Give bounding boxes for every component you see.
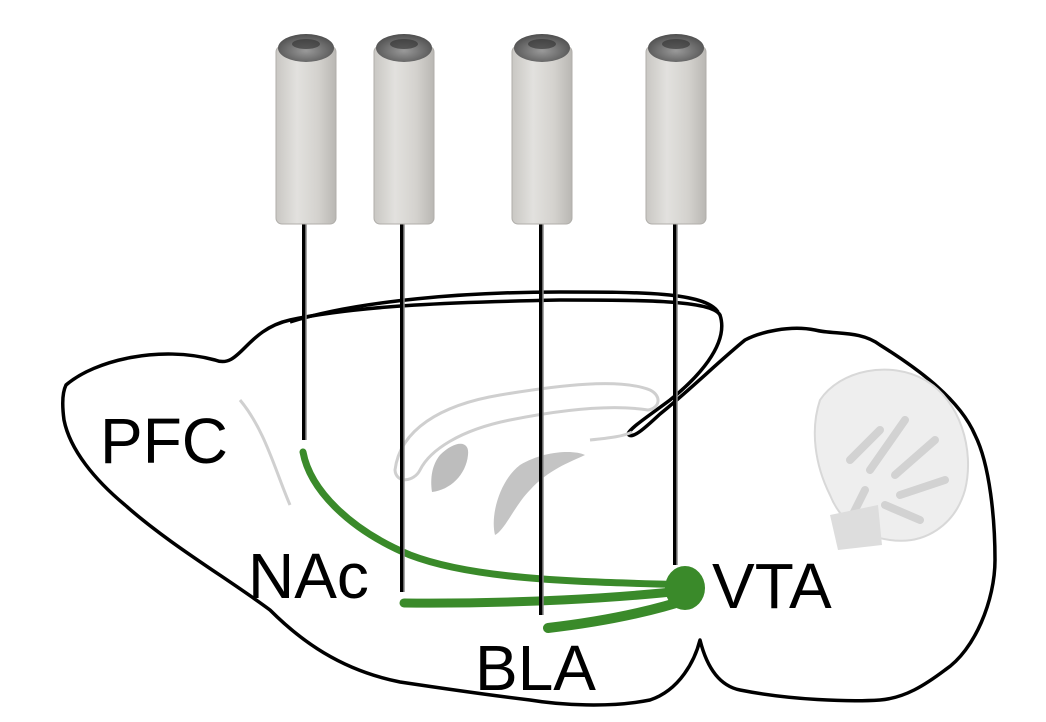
cerebellum-folia [846,416,949,524]
dorsal-arc [289,290,720,324]
pfc-inner-line [238,399,292,506]
projection-vta-to-nac [399,585,695,608]
label-pfc: PFC [100,405,228,477]
implant-nac [373,34,435,225]
label-nac: NAc [248,540,369,612]
implant-vta [645,34,707,225]
cerebrum-outline [60,298,997,707]
brainstem-block [830,505,882,550]
electrode-wire-highlights [305,224,678,615]
projection-vta-to-pfc [299,448,694,589]
label-vta: VTA [712,550,832,622]
corpus-callosum [393,382,660,482]
implant-pfc [275,34,337,225]
ventricle-left [431,443,469,492]
ventricle-right [493,452,585,535]
label-bla: BLA [475,632,596,704]
midbrain-inner-line [589,430,633,442]
implant-bla [511,34,573,225]
vta-cell-body [665,566,705,610]
electrode-wires [302,224,677,615]
cerebellum [813,368,969,542]
